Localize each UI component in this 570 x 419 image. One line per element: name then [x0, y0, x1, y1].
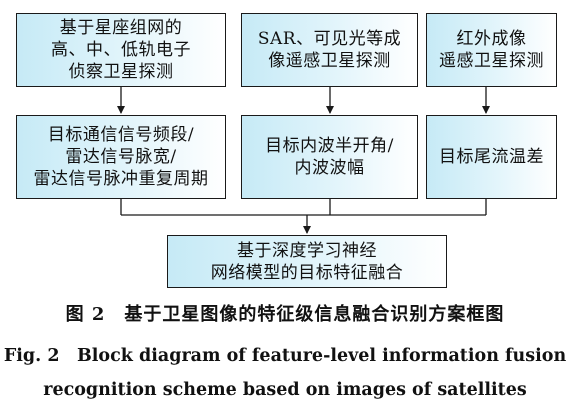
box-wake-temperature-feature: 目标尾流温差: [426, 115, 557, 199]
box-internal-wave-features: 目标内波半开角/ 内波波幅: [241, 115, 418, 199]
box-electronic-recon-satellite: 基于星座组网的 高、中、低轨电子 侦察卫星探测: [16, 13, 226, 87]
box-line: 侦察卫星探测: [68, 62, 174, 82]
box-line: 红外成像: [456, 29, 527, 49]
box-infrared-imaging-satellite: 红外成像 遥感卫星探测: [426, 13, 557, 87]
box-line: 内波波幅: [294, 158, 365, 178]
box-imaging-remote-sensing-satellite: SAR、可见光等成 像遥感卫星探测: [241, 13, 418, 87]
box-line: 像遥感卫星探测: [268, 51, 391, 71]
box-line: SAR、可见光等成: [257, 29, 402, 49]
box-line: 雷达信号脉宽/: [65, 147, 177, 167]
box-line: 遥感卫星探测: [439, 51, 544, 71]
box-line: 目标内波半开角/: [265, 136, 394, 156]
figure-caption-en-line2: recognition scheme based on images of sa…: [43, 380, 527, 400]
box-line: 基于星座组网的: [59, 18, 183, 38]
box-line: 目标尾流温差: [439, 147, 544, 167]
figure-caption-cn: 图 2 基于卫星图像的特征级信息融合识别方案框图: [65, 304, 505, 325]
box-line: 雷达信号脉冲重复周期: [33, 169, 209, 189]
box-signal-features: 目标通信信号频段/ 雷达信号脉宽/ 雷达信号脉冲重复周期: [16, 115, 226, 199]
box-feature-fusion: 基于深度学习神经 网络模型的目标特征融合: [167, 235, 447, 288]
box-line: 目标通信信号频段/: [47, 125, 195, 145]
box-line: 网络模型的目标特征融合: [210, 262, 404, 283]
box-line: 高、中、低轨电子: [51, 40, 191, 60]
figure-caption-en-line1: Fig. 2 Block diagram of feature-level in…: [3, 346, 567, 366]
box-line: 基于深度学习神经: [237, 240, 377, 261]
